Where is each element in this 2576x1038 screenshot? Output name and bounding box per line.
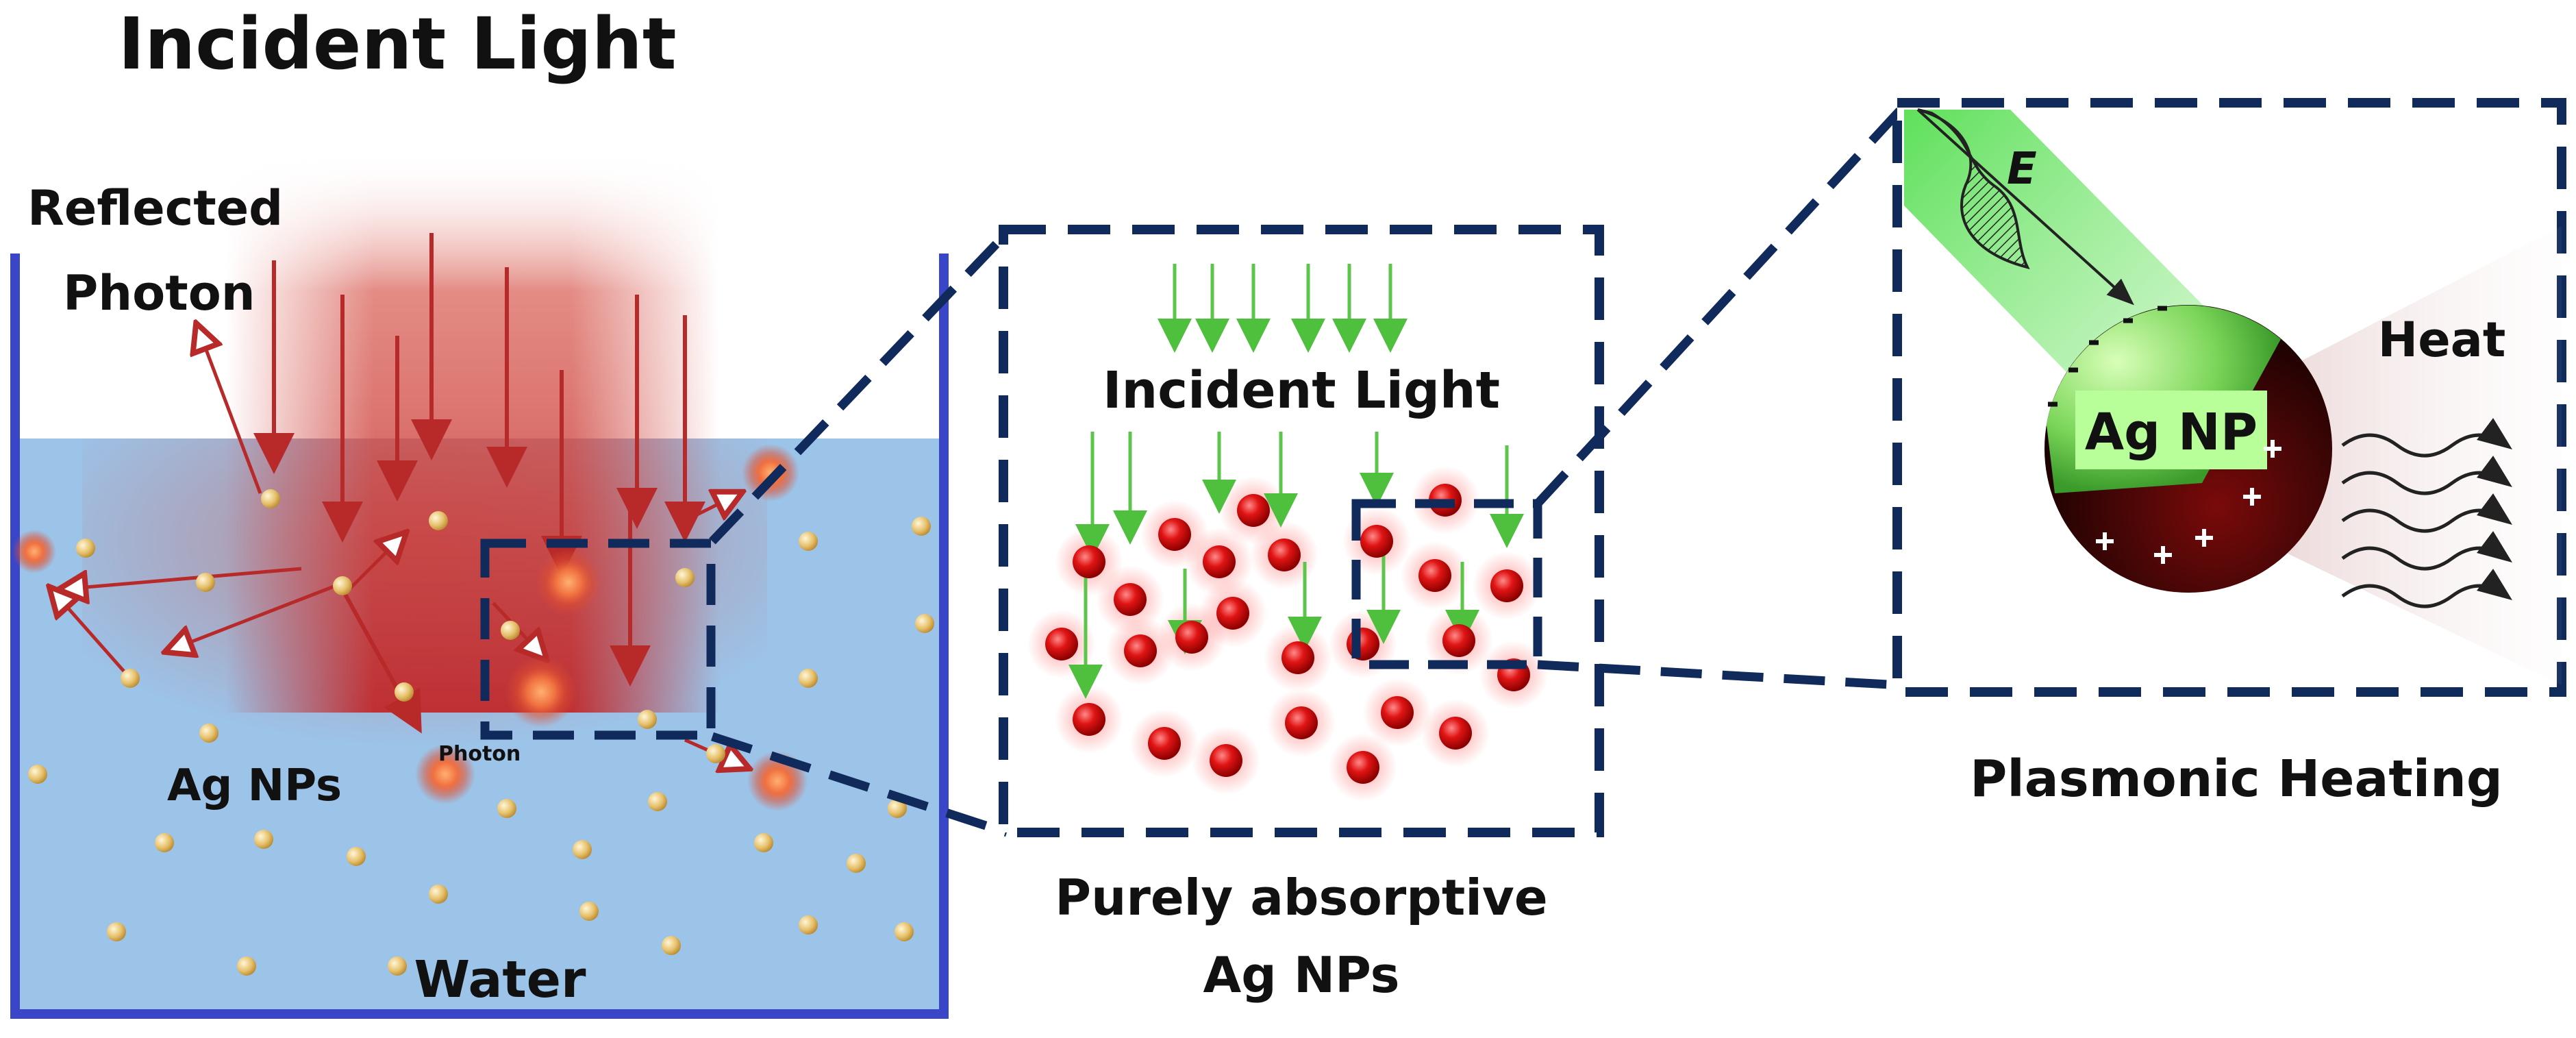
- gold-nanoparticle: [799, 532, 818, 551]
- absorptive-nanoparticle: [1347, 751, 1379, 784]
- gold-nanoparticle: [429, 511, 448, 530]
- gold-nanoparticle: [333, 576, 352, 595]
- left-panel: Incident Light Reflected Photon Ag NPs P…: [10, 2, 949, 1019]
- gold-nanoparticle: [388, 956, 407, 976]
- plasmonic-heating-caption: Plasmonic Heating: [1970, 750, 2503, 808]
- gold-nanoparticle: [799, 669, 818, 688]
- gold-nanoparticle: [706, 744, 725, 763]
- absorptive-nanoparticle: [1442, 624, 1475, 657]
- e-field-axis: [1916, 108, 2134, 306]
- gold-nanoparticles: [28, 489, 934, 976]
- absorptive-nanoparticle: [1418, 559, 1451, 592]
- gold-nanoparticle: [429, 885, 448, 904]
- gold-nanoparticle: [155, 833, 174, 852]
- absorptive-nanoparticle: [1148, 727, 1181, 760]
- gold-nanoparticle: [847, 854, 866, 873]
- absorptive-nanoparticle: [1381, 696, 1414, 729]
- positive-charges: [2096, 440, 2281, 564]
- absorptive-nanoparticle: [1281, 641, 1314, 674]
- gold-nanoparticle: [579, 902, 599, 921]
- gold-nanoparticle: [237, 956, 256, 976]
- gold-nanoparticle: [107, 922, 126, 941]
- gold-nanoparticle: [121, 669, 140, 688]
- absorptive-nanoparticle: [1210, 744, 1242, 777]
- reflected-photon-label-line2: Photon: [63, 265, 255, 321]
- absorptive-nanoparticles: [1045, 484, 1530, 784]
- gold-nanoparticle: [347, 847, 366, 866]
- container-walls: [10, 254, 949, 1019]
- purely-absorptive-caption-line1: Purely absorptive: [1055, 869, 1547, 926]
- gold-nanoparticle: [675, 568, 695, 587]
- ag-nps-label: Ag NPs: [167, 761, 342, 811]
- gold-nanoparticle: [915, 614, 934, 633]
- absorptive-nanoparticle: [1216, 597, 1249, 630]
- middle-incident-light-label: Incident Light: [1103, 361, 1500, 420]
- absorptive-nanoparticle: [1203, 545, 1236, 578]
- zoom-region-small: [480, 539, 716, 740]
- heat-shadow-cone: [2178, 226, 2562, 685]
- absorptive-nanoparticle: [1114, 583, 1147, 616]
- gold-nanoparticle: [76, 539, 95, 558]
- negative-charges: [2048, 306, 2167, 407]
- right-panel: E Ag NP: [1892, 98, 2566, 808]
- middle-panel: Incident Light Purely absorptive Ag NPs: [999, 225, 1604, 1004]
- incident-beam: [226, 151, 719, 713]
- absorptive-nanoparticle: [1490, 569, 1523, 602]
- ag-np-label-background: [2075, 391, 2267, 469]
- absorptive-nanoparticle: [1285, 706, 1318, 739]
- absorptive-nanoparticle: [1175, 621, 1208, 654]
- glowing-nanoparticle: [12, 530, 56, 573]
- absorptive-nanoparticle: [1045, 628, 1078, 660]
- gold-nanoparticle: [912, 517, 931, 536]
- absorptive-nanoparticle: [1347, 628, 1379, 660]
- heat-label: Heat: [2378, 312, 2506, 368]
- incident-light-title: Incident Light: [118, 2, 676, 86]
- incident-arrows: [253, 233, 705, 734]
- heat-waves: [2341, 418, 2513, 608]
- absorptive-nanoparticle: [1073, 703, 1105, 736]
- gold-nanoparticle: [573, 840, 592, 859]
- glowing-nanoparticle: [415, 744, 475, 804]
- gold-nanoparticle: [648, 792, 667, 811]
- ag-np-label: Ag NP: [2085, 403, 2258, 462]
- water-label: Water: [414, 950, 586, 1009]
- absorptive-nanoparticle: [1124, 634, 1157, 667]
- absorptive-nanoparticle: [1439, 717, 1472, 750]
- purely-absorptive-caption-line2: Ag NPs: [1203, 946, 1400, 1004]
- absorptive-nanoparticle: [1237, 494, 1270, 527]
- gold-nanoparticle: [501, 621, 520, 640]
- reflected-photon-label-line1: Reflected: [27, 180, 283, 236]
- gold-nanoparticle: [254, 830, 273, 849]
- absorptive-nanoparticle: [1158, 518, 1191, 551]
- absorptive-nanoparticle: [1268, 539, 1301, 571]
- gold-nanoparticle: [888, 799, 907, 818]
- gold-nanoparticle: [28, 765, 47, 784]
- zoom-region-middle: [1351, 499, 1542, 669]
- incident-green-arrows: [1158, 264, 1408, 353]
- glowing-nanoparticle: [536, 549, 601, 615]
- gold-nanoparticle: [638, 710, 657, 729]
- e-field-label: E: [2007, 144, 2037, 195]
- gold-nanoparticle: [754, 833, 773, 852]
- scattered-arrows: [51, 326, 747, 767]
- gold-nanoparticle: [662, 936, 681, 955]
- glowing-nanoparticle: [742, 444, 799, 502]
- gold-nanoparticle: [261, 489, 280, 508]
- zoom-connectors-2: [1534, 106, 1904, 690]
- penetrating-green-arrows: [1068, 432, 1524, 699]
- glowing-nanoparticle: [505, 656, 577, 728]
- photon-label: Photon: [438, 742, 521, 766]
- gold-nanoparticle: [395, 682, 414, 702]
- gold-nanoparticle: [196, 573, 215, 592]
- silver-nanoparticle-sphere: Ag NP: [2044, 305, 2332, 593]
- absorptive-nanoparticle: [1360, 525, 1393, 558]
- gold-nanoparticle: [497, 799, 516, 818]
- absorptive-nanoparticle: [1073, 545, 1105, 578]
- gold-nanoparticle: [199, 724, 218, 743]
- gold-nanoparticle: [799, 915, 818, 935]
- gold-nanoparticle: [895, 922, 914, 941]
- zoom-connectors-1: [709, 230, 1010, 837]
